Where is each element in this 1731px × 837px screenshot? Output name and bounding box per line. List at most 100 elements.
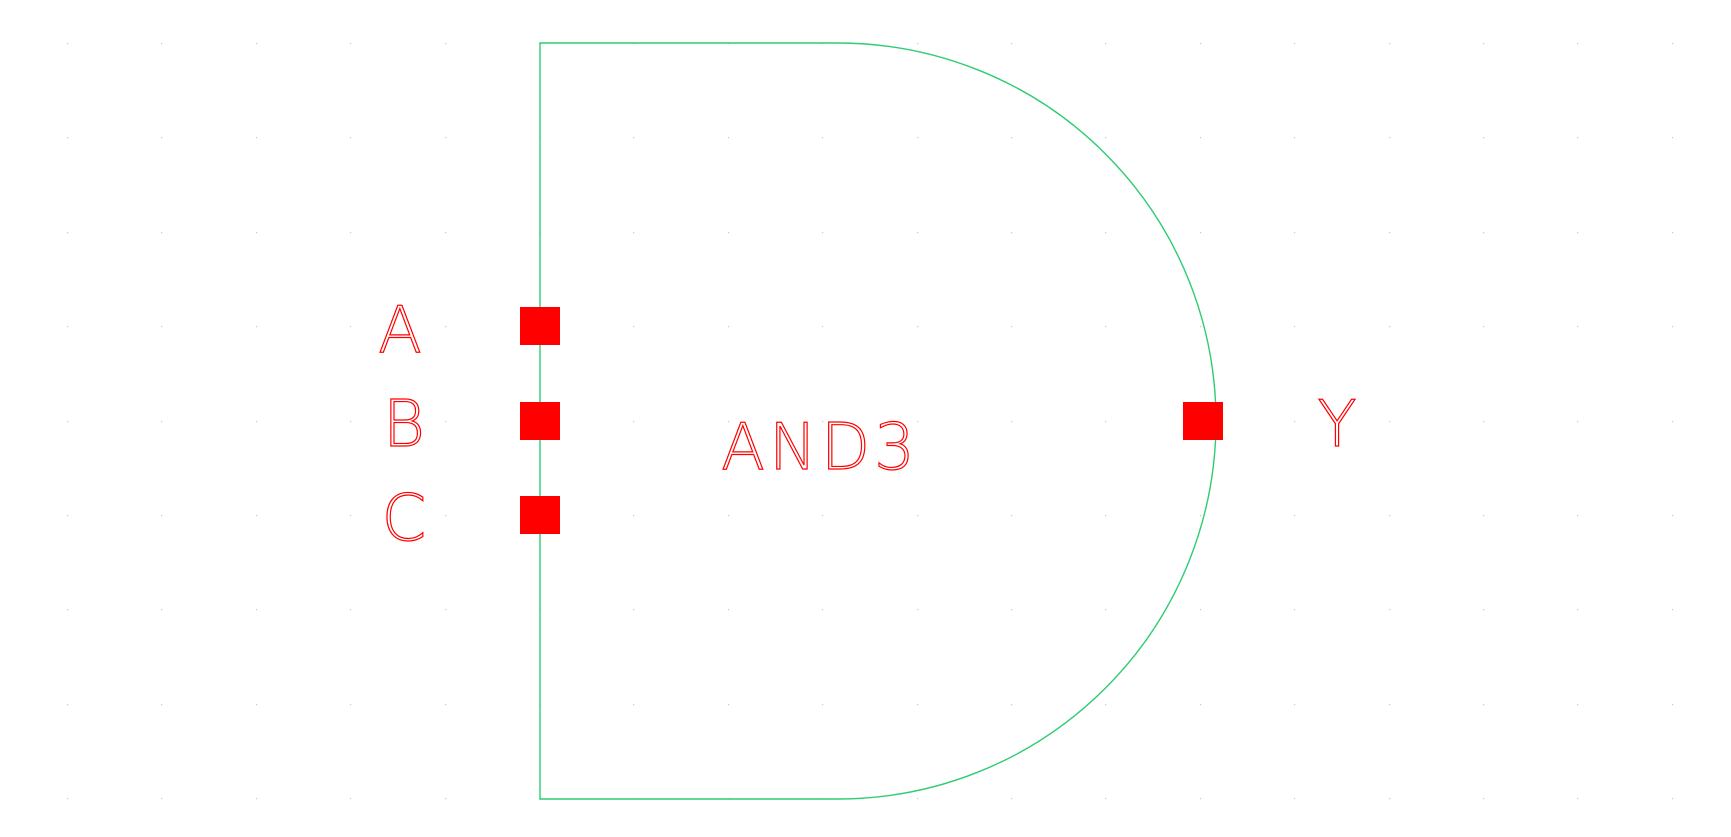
- grid-dot: [917, 515, 919, 517]
- grid-dot: [350, 421, 352, 423]
- grid-dot: [1294, 515, 1296, 517]
- grid-dot: [1672, 704, 1674, 706]
- grid-dot: [1577, 798, 1579, 800]
- grid-dot: [161, 137, 163, 139]
- grid-dot: [1672, 43, 1674, 45]
- grid-dot: [1389, 232, 1391, 234]
- pin-y-label: Y: [1317, 388, 1356, 462]
- grid-dot: [350, 798, 352, 800]
- grid-dot: [67, 609, 69, 611]
- grid-dot: [350, 704, 352, 706]
- grid-dot: [1294, 326, 1296, 328]
- grid-dot: [917, 704, 919, 706]
- grid-dot: [1200, 43, 1202, 45]
- grid-dot: [1389, 704, 1391, 706]
- grid-dot: [1483, 232, 1485, 234]
- grid-dot: [633, 515, 635, 517]
- grid-dot: [917, 798, 919, 800]
- grid-dot: [1294, 137, 1296, 139]
- grid-dot: [1577, 515, 1579, 517]
- grid-dot: [1483, 137, 1485, 139]
- grid-dot: [1011, 137, 1013, 139]
- grid-dot: [1105, 798, 1107, 800]
- grid-dot: [822, 137, 824, 139]
- grid-dot: [1105, 609, 1107, 611]
- grid-dot: [256, 704, 258, 706]
- grid-dot: [1483, 421, 1485, 423]
- grid-dot: [1105, 232, 1107, 234]
- grid-dot: [1294, 798, 1296, 800]
- grid-dot: [1294, 609, 1296, 611]
- grid-dot: [1672, 137, 1674, 139]
- grid-dot: [445, 326, 447, 328]
- grid-dot: [1483, 798, 1485, 800]
- grid-dot: [633, 421, 635, 423]
- grid-dot: [1672, 326, 1674, 328]
- grid-dot: [1011, 704, 1013, 706]
- pin-a-marker[interactable]: [520, 307, 560, 345]
- grid-dot: [67, 515, 69, 517]
- grid-dot: [1672, 232, 1674, 234]
- pin-c-marker[interactable]: [520, 496, 560, 534]
- grid-dot: [1011, 232, 1013, 234]
- grid-dot: [917, 609, 919, 611]
- grid-dot: [1389, 609, 1391, 611]
- grid-dot: [728, 421, 730, 423]
- pin-a-label: A: [378, 294, 422, 368]
- grid-dot: [161, 798, 163, 800]
- grid-dot: [1483, 515, 1485, 517]
- grid-dot: [1011, 43, 1013, 45]
- grid-dot: [633, 326, 635, 328]
- grid-dot: [1294, 421, 1296, 423]
- grid-dot: [161, 515, 163, 517]
- grid-dot: [1200, 232, 1202, 234]
- grid-dot: [1105, 704, 1107, 706]
- grid-dot: [445, 704, 447, 706]
- grid-dot: [1577, 43, 1579, 45]
- grid-dot: [1483, 326, 1485, 328]
- grid-dot: [822, 232, 824, 234]
- grid-dot: [256, 43, 258, 45]
- grid-dot: [1389, 326, 1391, 328]
- grid-dot: [1011, 421, 1013, 423]
- grid-dot: [728, 515, 730, 517]
- pin-y-marker[interactable]: [1183, 402, 1223, 440]
- grid-dot: [822, 704, 824, 706]
- grid-dot: [1389, 43, 1391, 45]
- grid-dot: [256, 609, 258, 611]
- grid-dot: [67, 137, 69, 139]
- grid-dot: [1577, 232, 1579, 234]
- grid-dot: [350, 326, 352, 328]
- grid-dot: [1011, 798, 1013, 800]
- grid-dot: [917, 232, 919, 234]
- pin-b-label: B: [383, 388, 425, 462]
- grid-dot: [822, 515, 824, 517]
- grid-dot: [161, 43, 163, 45]
- grid-dot: [256, 232, 258, 234]
- grid-dot: [822, 421, 824, 423]
- pin-c-label: C: [382, 482, 427, 556]
- grid-dot: [1483, 704, 1485, 706]
- grid-dot: [633, 609, 635, 611]
- grid-dot: [67, 43, 69, 45]
- grid-dot: [633, 704, 635, 706]
- grid-dot: [445, 421, 447, 423]
- grid-dot: [1105, 421, 1107, 423]
- grid-dot: [350, 515, 352, 517]
- grid-dot: [633, 137, 635, 139]
- grid-dot: [67, 421, 69, 423]
- grid-dot: [728, 232, 730, 234]
- grid-dot: [1483, 609, 1485, 611]
- grid-dot: [256, 137, 258, 139]
- grid-dot: [161, 421, 163, 423]
- grid-dot: [728, 704, 730, 706]
- grid-dot: [67, 232, 69, 234]
- grid-dot: [1672, 515, 1674, 517]
- grid-dot: [1389, 515, 1391, 517]
- grid-dot: [350, 232, 352, 234]
- grid-dot: [822, 326, 824, 328]
- grid-dot: [1200, 326, 1202, 328]
- pin-b-marker[interactable]: [520, 402, 560, 440]
- grid-dot: [917, 326, 919, 328]
